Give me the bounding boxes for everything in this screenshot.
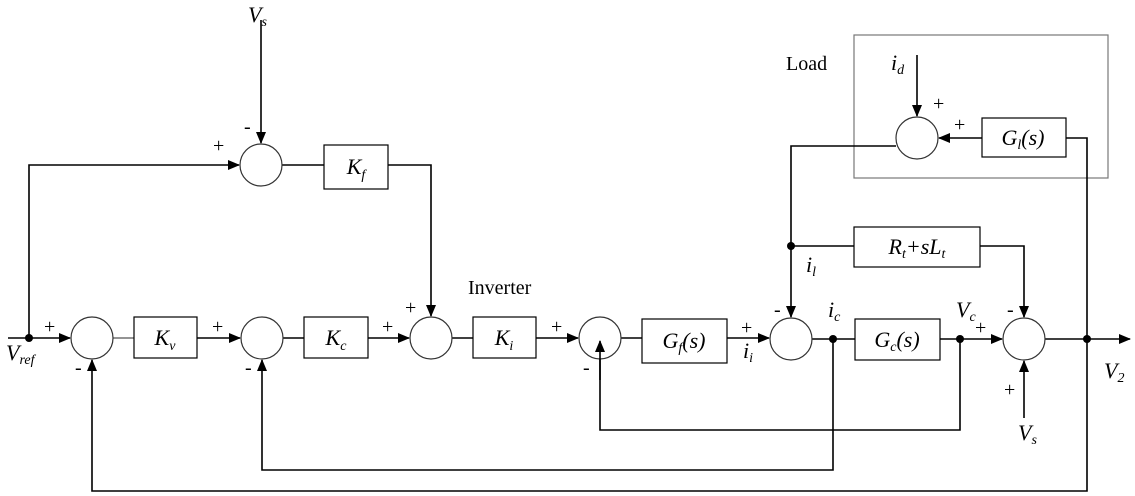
label-id: id [891,50,905,78]
svg-text:Gc(s): Gc(s) [874,327,919,355]
sign-plus: + [213,135,224,157]
sign-plus: + [382,316,393,338]
svg-text:Rt+sLt: Rt+sLt [888,234,947,262]
junction-ic [829,335,837,343]
label-vc: Vc [956,297,976,325]
block-gc: Gc(s) [854,318,941,361]
sign-plus: + [975,317,986,339]
sign-plus: + [933,93,944,115]
wire-v2-gl [1066,137,1088,339]
svg-text:Gf(s): Gf(s) [663,328,706,356]
sum-feedforward-add [409,316,453,360]
sum-voltage-error [70,316,114,360]
block-kv: Kv [133,316,198,359]
block-gl: Gl(s) [981,117,1067,158]
junction-v2 [1083,335,1091,343]
label-v2: V2 [1104,358,1124,386]
wire-v2-feedback [87,339,1088,492]
sign-minus: - [75,357,82,379]
load-frame [853,34,1109,179]
label-vs-bottom: Vs [1018,420,1037,448]
label-vref: Vref [6,340,37,368]
block-gf: Gf(s) [641,318,728,364]
svg-text:Kf: Kf [346,154,368,183]
sign-minus: - [774,299,781,321]
sign-plus: + [44,316,55,338]
sum-feedforward [239,143,283,187]
wire-vc-feedback [595,339,961,431]
label-ii: ii [743,338,753,366]
sign-plus: + [741,317,752,339]
label-ic: ic [828,297,841,325]
label-inverter: Inverter [468,277,532,299]
junction-vref [25,334,33,342]
wire-kf-sum3 [388,164,436,317]
sum-capacitor-current [769,317,813,361]
junction-vc [956,335,964,343]
label-il: il [806,252,816,280]
sign-plus: + [551,316,562,338]
sign-minus: - [244,116,251,138]
wire-feedforward [28,160,240,338]
sum-current-error [240,316,284,360]
junction-il [787,242,795,250]
svg-text:Kc: Kc [325,325,348,354]
sum-load [895,116,939,160]
block-line-impedance: Rt+sLt [853,226,981,268]
block-kf: Kf [323,144,389,190]
wire-ic-feedback [257,339,834,471]
wire-il [786,145,896,318]
svg-text:Kv: Kv [154,325,177,354]
sign-plus: + [954,114,965,136]
sign-plus: + [1004,379,1015,401]
sign-minus: - [583,357,590,379]
sign-minus: - [1007,299,1014,321]
sign-plus: + [212,316,223,338]
sign-minus: - [245,357,252,379]
wire-zt-sum6 [980,245,1029,318]
sign-plus: + [405,297,416,319]
block-kc: Kc [303,316,369,359]
block-ki: Ki [472,316,537,359]
svg-text:Gl(s): Gl(s) [1002,125,1045,153]
svg-text:Ki: Ki [494,325,514,354]
label-vs-top: Vs [248,2,267,30]
sum-output [1002,317,1046,361]
label-load: Load [786,53,827,75]
